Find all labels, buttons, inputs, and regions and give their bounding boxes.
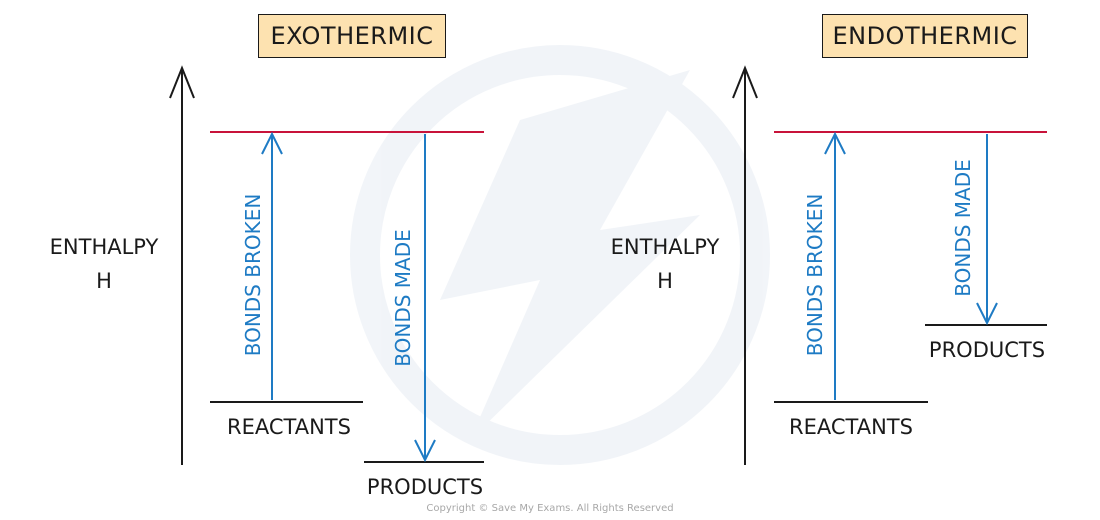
exothermic-h-label: H	[96, 269, 112, 293]
endothermic-bonds-broken-label: BONDS BROKEN	[803, 194, 827, 357]
endothermic-h-label: H	[657, 269, 673, 293]
endothermic-bonds-made-arrowhead	[976, 302, 998, 326]
exothermic-products-label: PRODUCTS	[367, 475, 483, 499]
copyright-notice: Copyright © Save My Exams. All Rights Re…	[426, 503, 674, 514]
exothermic-reactants-label: REACTANTS	[227, 415, 351, 439]
exothermic-title: EXOTHERMIC	[258, 14, 446, 58]
watermark-logo	[350, 45, 770, 465]
exothermic-bonds-broken-label: BONDS BROKEN	[241, 194, 265, 357]
exothermic-y-axis-arrowhead	[169, 65, 195, 99]
exothermic-enthalpy-label: ENTHALPY	[50, 235, 159, 259]
endothermic-y-axis-arrowhead	[732, 65, 758, 99]
exothermic-diagram: ENTHALPY H REACTANTS PRODUCTS BONDS BROK…	[50, 65, 484, 499]
exothermic-bonds-made-arrowhead	[414, 439, 436, 463]
endothermic-bonds-made-label: BONDS MADE	[951, 159, 975, 297]
endothermic-enthalpy-label: ENTHALPY	[611, 235, 720, 259]
endothermic-bonds-broken-arrowhead	[824, 131, 846, 155]
endothermic-products-label: PRODUCTS	[929, 338, 1045, 362]
endothermic-title: ENDOTHERMIC	[822, 14, 1028, 58]
endothermic-diagram: ENTHALPY H REACTANTS PRODUCTS BONDS BROK…	[611, 65, 1047, 465]
exothermic-bonds-broken-arrowhead	[261, 131, 283, 155]
endothermic-reactants-label: REACTANTS	[789, 415, 913, 439]
exothermic-bonds-made-label: BONDS MADE	[391, 229, 415, 367]
